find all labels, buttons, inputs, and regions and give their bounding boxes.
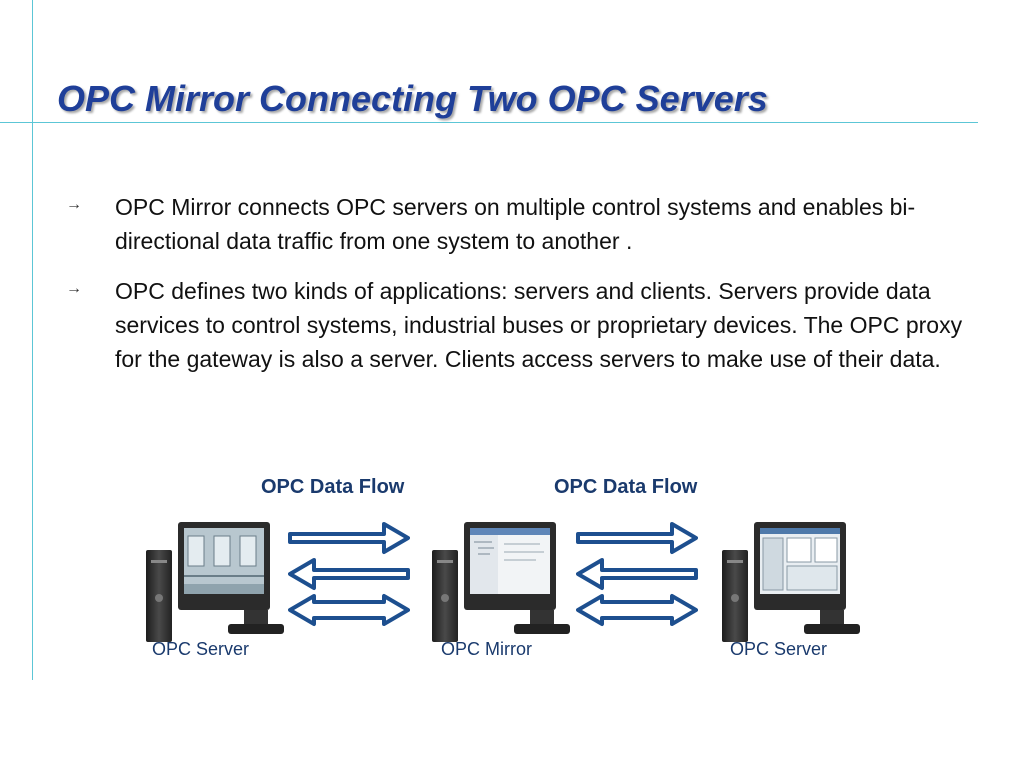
bullet-text: OPC defines two kinds of applications: s…	[115, 278, 963, 372]
mirror-screen	[470, 528, 550, 594]
monitor-stand	[530, 610, 554, 624]
hmi-screen	[184, 528, 264, 594]
left-arrow-icon	[288, 558, 410, 590]
tower-icon	[722, 550, 748, 642]
right-arrow-icon: →	[66, 280, 82, 297]
computer-label-left: OPC Server	[152, 639, 250, 659]
flow-label-right: OPC Data Flow	[554, 476, 698, 498]
tower-icon	[432, 550, 458, 642]
opc-mirror-computer	[432, 522, 570, 642]
monitor-icon	[178, 522, 284, 634]
bullet-text: OPC Mirror connects OPC servers on multi…	[115, 194, 916, 254]
right-arrow-icon	[576, 522, 698, 554]
monitor-base	[228, 624, 284, 634]
flow-label-left: OPC Data Flow	[261, 476, 405, 498]
opc-server-right-computer	[722, 522, 860, 642]
computer-label-middle: OPC Mirror	[441, 639, 532, 659]
double-arrow-icon	[576, 594, 698, 626]
bullet-item: → OPC Mirror connects OPC servers on mul…	[66, 190, 966, 258]
monitor-icon	[754, 522, 860, 634]
vertical-rule	[32, 0, 33, 680]
opc-data-flow-diagram: OPC Data Flow OPC Data Flow OPC Server	[140, 470, 860, 670]
monitor-stand	[820, 610, 844, 624]
arrow-group-left	[288, 522, 410, 626]
slide-title: OPC Mirror Connecting Two OPC Servers	[57, 78, 768, 119]
right-arrow-icon	[288, 522, 410, 554]
left-arrow-icon	[576, 558, 698, 590]
arrow-group-right	[576, 522, 698, 626]
tower-icon	[146, 550, 172, 642]
double-arrow-icon	[288, 594, 410, 626]
monitor-stand	[244, 610, 268, 624]
bullet-item: → OPC defines two kinds of applications:…	[66, 274, 966, 376]
opc-server-left-computer	[146, 522, 284, 642]
bullet-list: → OPC Mirror connects OPC servers on mul…	[66, 190, 966, 392]
horizontal-rule	[0, 122, 978, 123]
right-arrow-icon: →	[66, 196, 82, 213]
server-screen	[760, 528, 840, 594]
monitor-base	[804, 624, 860, 634]
monitor-base	[514, 624, 570, 634]
computer-label-right: OPC Server	[730, 639, 828, 659]
monitor-icon	[464, 522, 570, 634]
